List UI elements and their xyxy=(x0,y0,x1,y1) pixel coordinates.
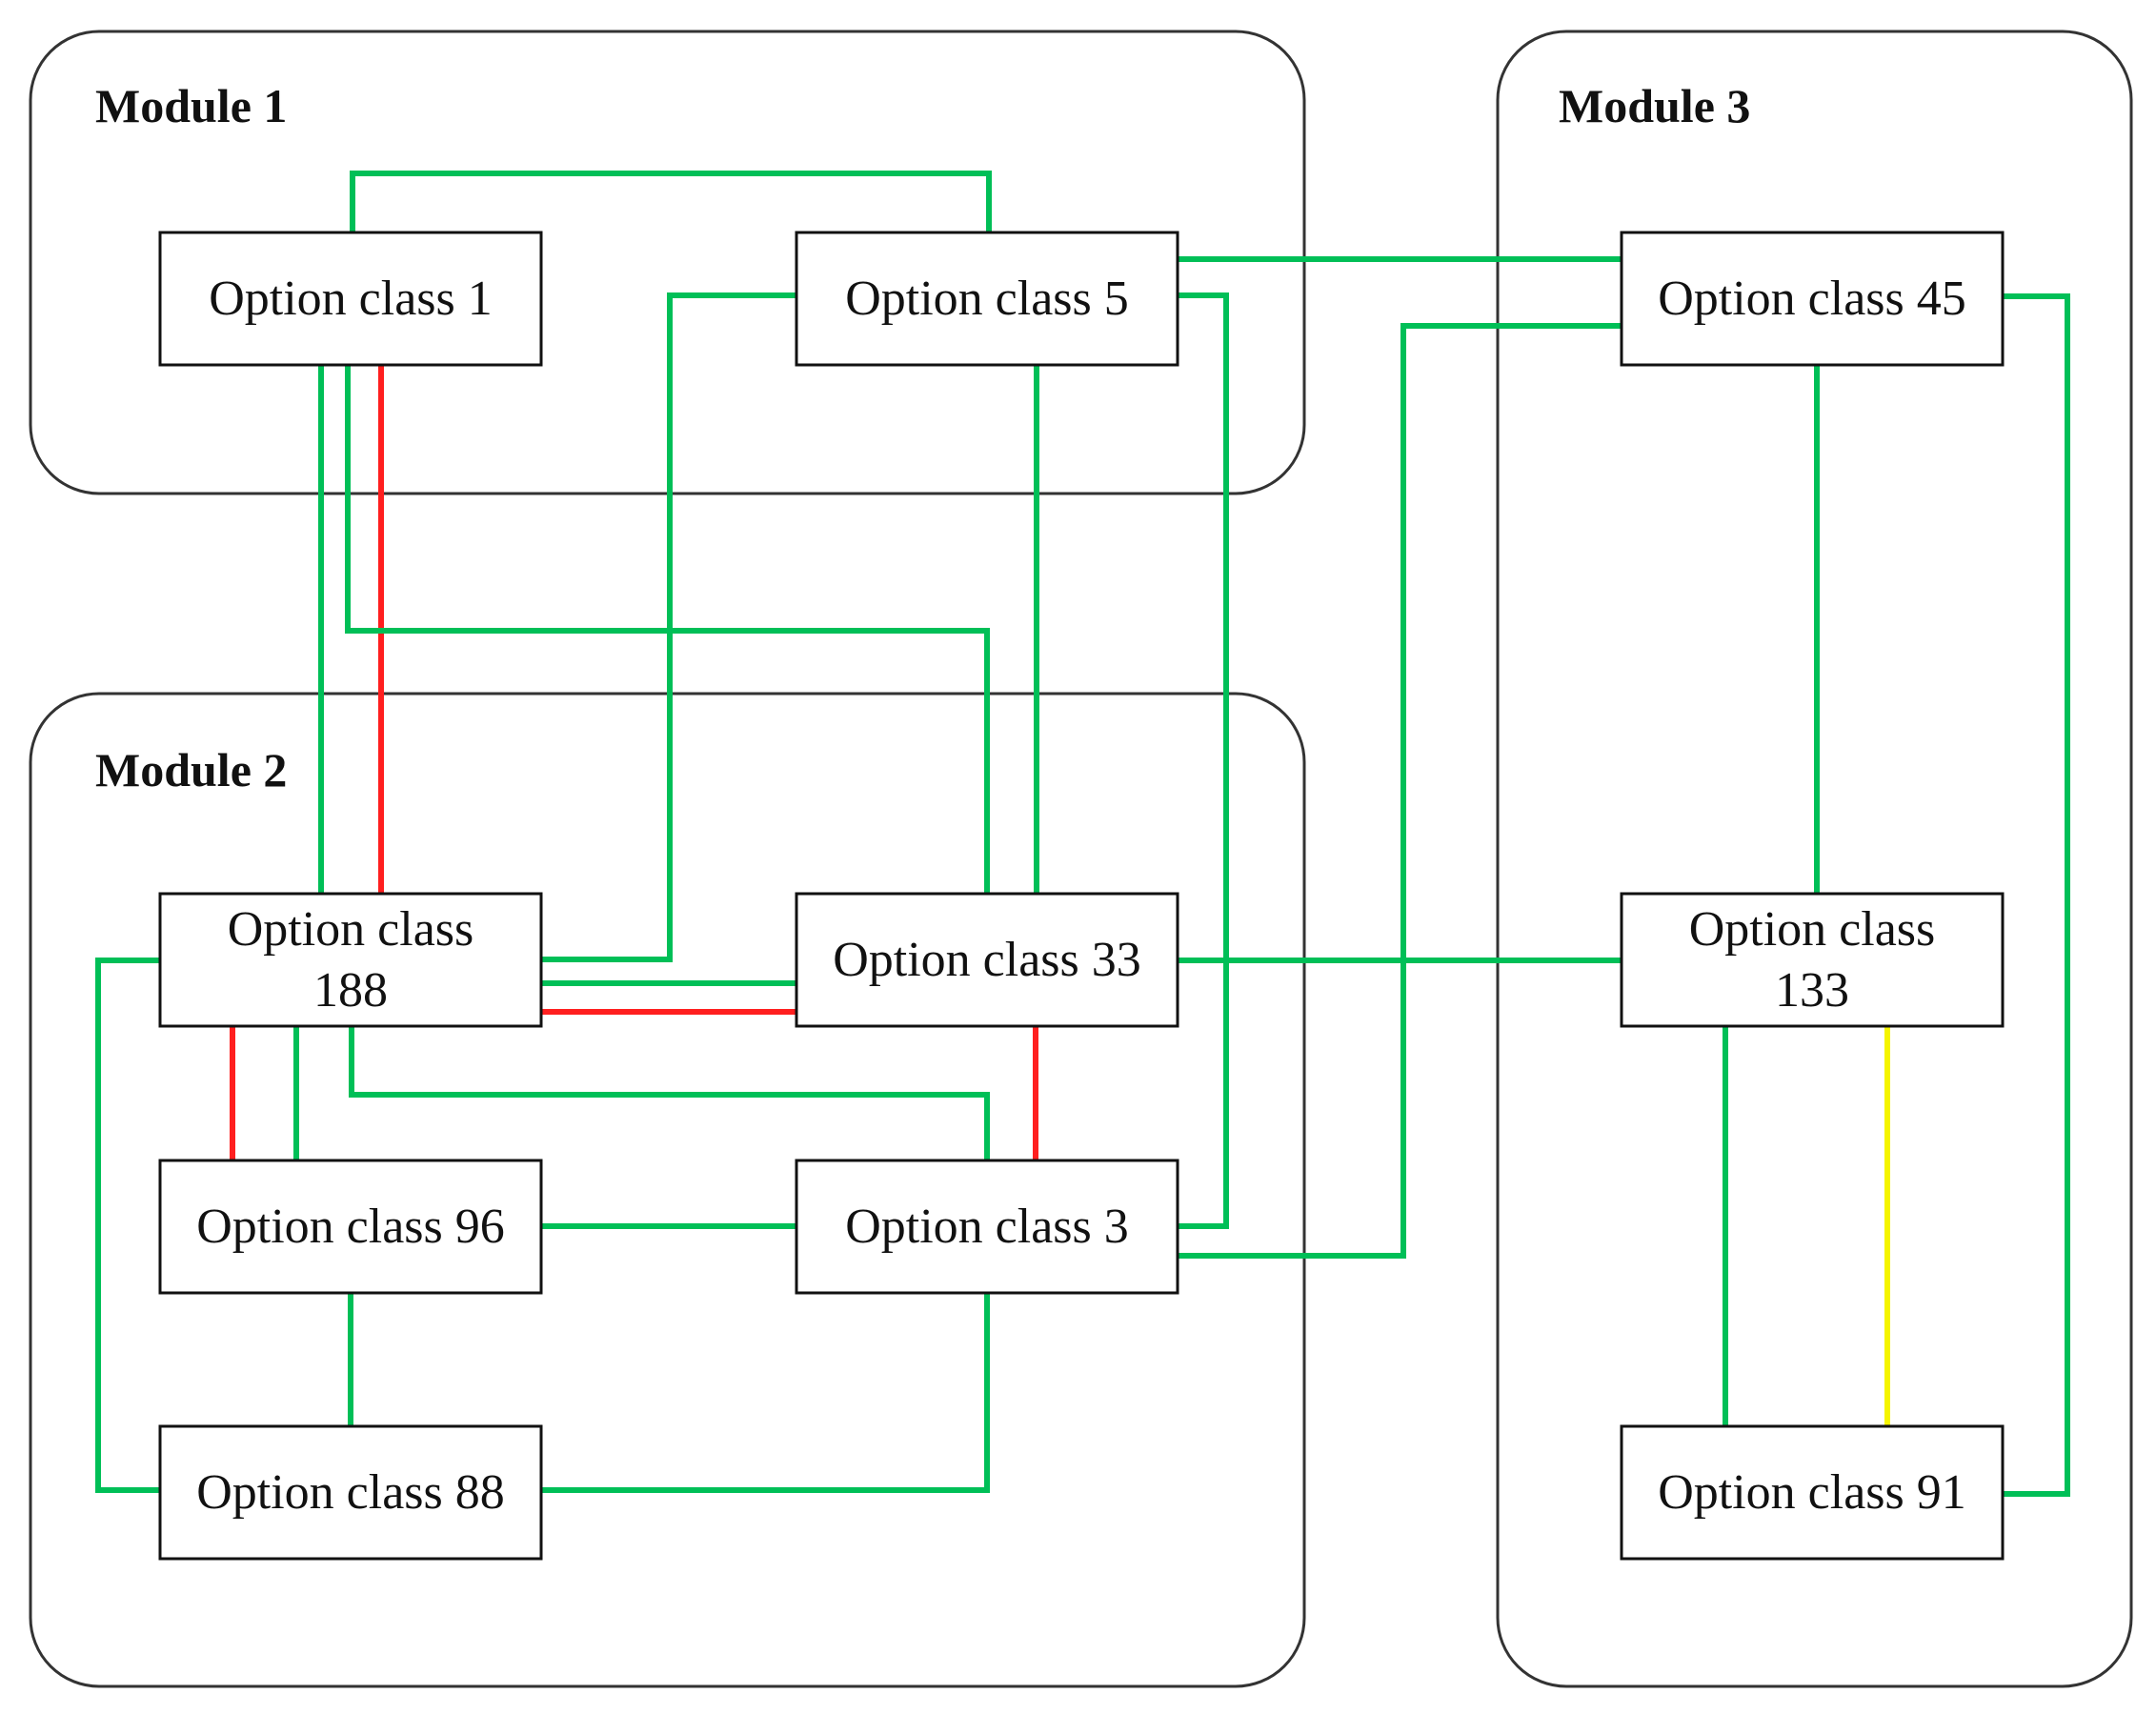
module-label: Module 3 xyxy=(1559,79,1750,132)
node-oc5: Option class 5 xyxy=(795,231,1179,367)
node-box xyxy=(1620,892,2005,1028)
node-oc91: Option class 91 xyxy=(1620,1424,2005,1561)
edge-oc5-oc188-green xyxy=(541,292,796,962)
node-box xyxy=(795,1159,1179,1295)
node-label: 188 xyxy=(313,963,388,1018)
node-box xyxy=(158,892,543,1028)
node-label: Option class xyxy=(1689,902,1936,957)
node-label: Option class 1 xyxy=(209,272,493,326)
node-label: Option class xyxy=(228,902,474,957)
node-oc133: Option class 133 xyxy=(1620,892,2005,1028)
edge-oc45-oc91-green xyxy=(2003,293,2070,1497)
node-oc88: Option class 88 xyxy=(158,1424,543,1561)
node-oc96: Option class 96 xyxy=(158,1159,543,1295)
node-label: Option class 45 xyxy=(1658,272,1966,326)
edge-oc188-oc3-green xyxy=(349,1026,990,1160)
node-box xyxy=(1620,1424,2005,1561)
node-label: Option class 33 xyxy=(833,933,1141,987)
node-oc45: Option class 45 xyxy=(1620,231,2005,367)
edges-layer xyxy=(95,171,2070,1497)
node-label: Option class 3 xyxy=(845,1200,1129,1254)
node-oc33: Option class 33 xyxy=(795,892,1179,1028)
node-box xyxy=(795,892,1179,1028)
node-oc188: Option class 188 xyxy=(158,892,543,1028)
edge-oc45-oc3-green xyxy=(1178,323,1622,1259)
module-label: Module 1 xyxy=(95,79,287,132)
node-label: Option class 88 xyxy=(196,1465,505,1520)
node-oc1: Option class 1 xyxy=(158,231,543,367)
node-label: 133 xyxy=(1775,963,1849,1018)
nodes-layer: Option class 1 Option class 5 Option class… xyxy=(158,231,2005,1561)
edge-oc3-oc88-green xyxy=(541,1293,990,1493)
edge-oc5-oc3-green xyxy=(1178,292,1229,1229)
node-box xyxy=(158,1159,543,1295)
edge-oc1-oc5-green xyxy=(350,171,992,232)
node-box xyxy=(158,1424,543,1561)
node-box xyxy=(1620,231,2005,367)
node-label: Option class 91 xyxy=(1658,1465,1966,1520)
node-oc3: Option class 3 xyxy=(795,1159,1179,1295)
module-label: Module 2 xyxy=(95,743,287,797)
node-box xyxy=(795,231,1179,367)
node-label: Option class 96 xyxy=(196,1200,505,1254)
node-box xyxy=(158,231,543,367)
node-label: Option class 5 xyxy=(845,272,1129,326)
edge-oc188-oc88-green xyxy=(95,958,160,1493)
